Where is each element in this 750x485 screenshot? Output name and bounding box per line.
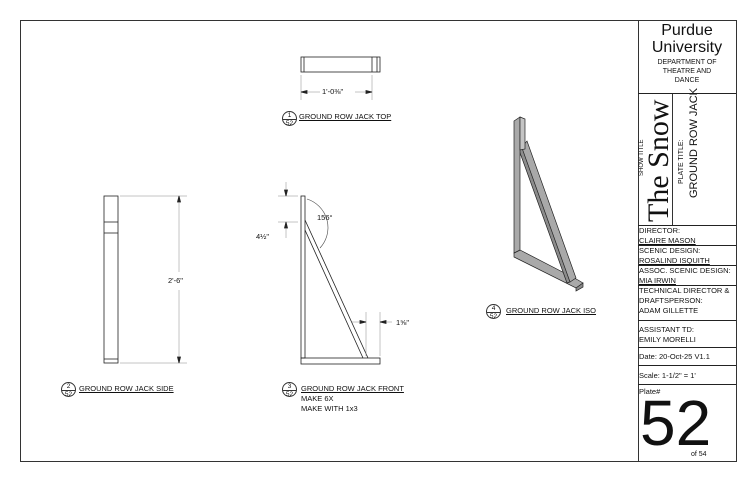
front-view (278, 182, 392, 365)
director-row: DIRECTOR:CLAIRE MASON (638, 225, 736, 245)
plate-row: Plate# 52 of 54 (638, 384, 736, 462)
assoc-label: ASSOC. SCENIC DESIGN: (639, 266, 731, 275)
td-name: ADAM GILLETTE (639, 306, 699, 315)
dim-front-offset: 4½" (256, 232, 270, 241)
date-value: Date: 20-Oct-25 V1.1 (639, 352, 710, 361)
atd-label: ASSISTANT TD: (639, 325, 695, 334)
plate-number: 52 (640, 387, 712, 459)
view-title-iso: GROUND ROW JACK ISO (506, 306, 597, 315)
atd-row: ASSISTANT TD:EMILY MORELLI (638, 320, 736, 347)
td-row: TECHNICAL DIRECTOR & DRAFTSPERSON:ADAM G… (638, 285, 736, 320)
university-name: Purdue University (651, 22, 723, 56)
title-block-header: Purdue University DEPARTMENT OF THEATRE … (638, 20, 736, 93)
department-name: DEPARTMENT OF THEATRE AND DANCE (657, 59, 717, 84)
assoc-name: MIA IRWIN (639, 276, 676, 285)
view-title-top: GROUND ROW JACK TOP (299, 112, 392, 121)
plate-label: Plate# (639, 387, 661, 396)
plate-title: GROUND ROW JACK (688, 88, 700, 198)
show-title: The Snow (642, 99, 675, 223)
date-row: Date: 20-Oct-25 V1.1 (638, 347, 736, 365)
director-label: DIRECTOR: (639, 226, 681, 235)
sheet-border (20, 20, 737, 462)
view-title-side: GROUND ROW JACK SIDE (79, 384, 174, 393)
view-title-front: GROUND ROW JACK FRONT (301, 384, 404, 393)
scenic-name: ROSALIND ISQUITH (639, 256, 710, 265)
dim-front-brace-width: 1⅝" (396, 318, 410, 327)
assoc-row: ASSOC. SCENIC DESIGN:MIA IRWIN (638, 265, 736, 285)
scenic-label: SCENIC DESIGN: (639, 246, 701, 255)
plate-title-label: PLATE TITLE: (678, 139, 685, 184)
show-title-block: SHOW TITLE The Snow PLATE TITLE: GROUND … (638, 88, 736, 225)
top-view (300, 56, 381, 100)
scale-row: Scale: 1-1/2" = 1' (638, 365, 736, 384)
atd-name: EMILY MORELLI (639, 335, 696, 344)
front-note-1: MAKE 6X (301, 394, 334, 403)
iso-view (513, 116, 584, 292)
director-name: CLAIRE MASON (639, 236, 696, 245)
dim-top-width: 1'-0⅜" (322, 87, 344, 96)
plate-total: of 54 (691, 451, 707, 458)
scenic-row: SCENIC DESIGN:ROSALIND ISQUITH (638, 245, 736, 265)
dim-side-height: 2'-6" (168, 276, 183, 285)
front-note-2: MAKE WITH 1x3 (301, 404, 358, 413)
side-view (103, 195, 187, 364)
td-label: TECHNICAL DIRECTOR & DRAFTSPERSON: (639, 286, 730, 305)
scale-value: Scale: 1-1/2" = 1' (639, 371, 696, 380)
dim-front-angle: 156° (317, 213, 333, 222)
